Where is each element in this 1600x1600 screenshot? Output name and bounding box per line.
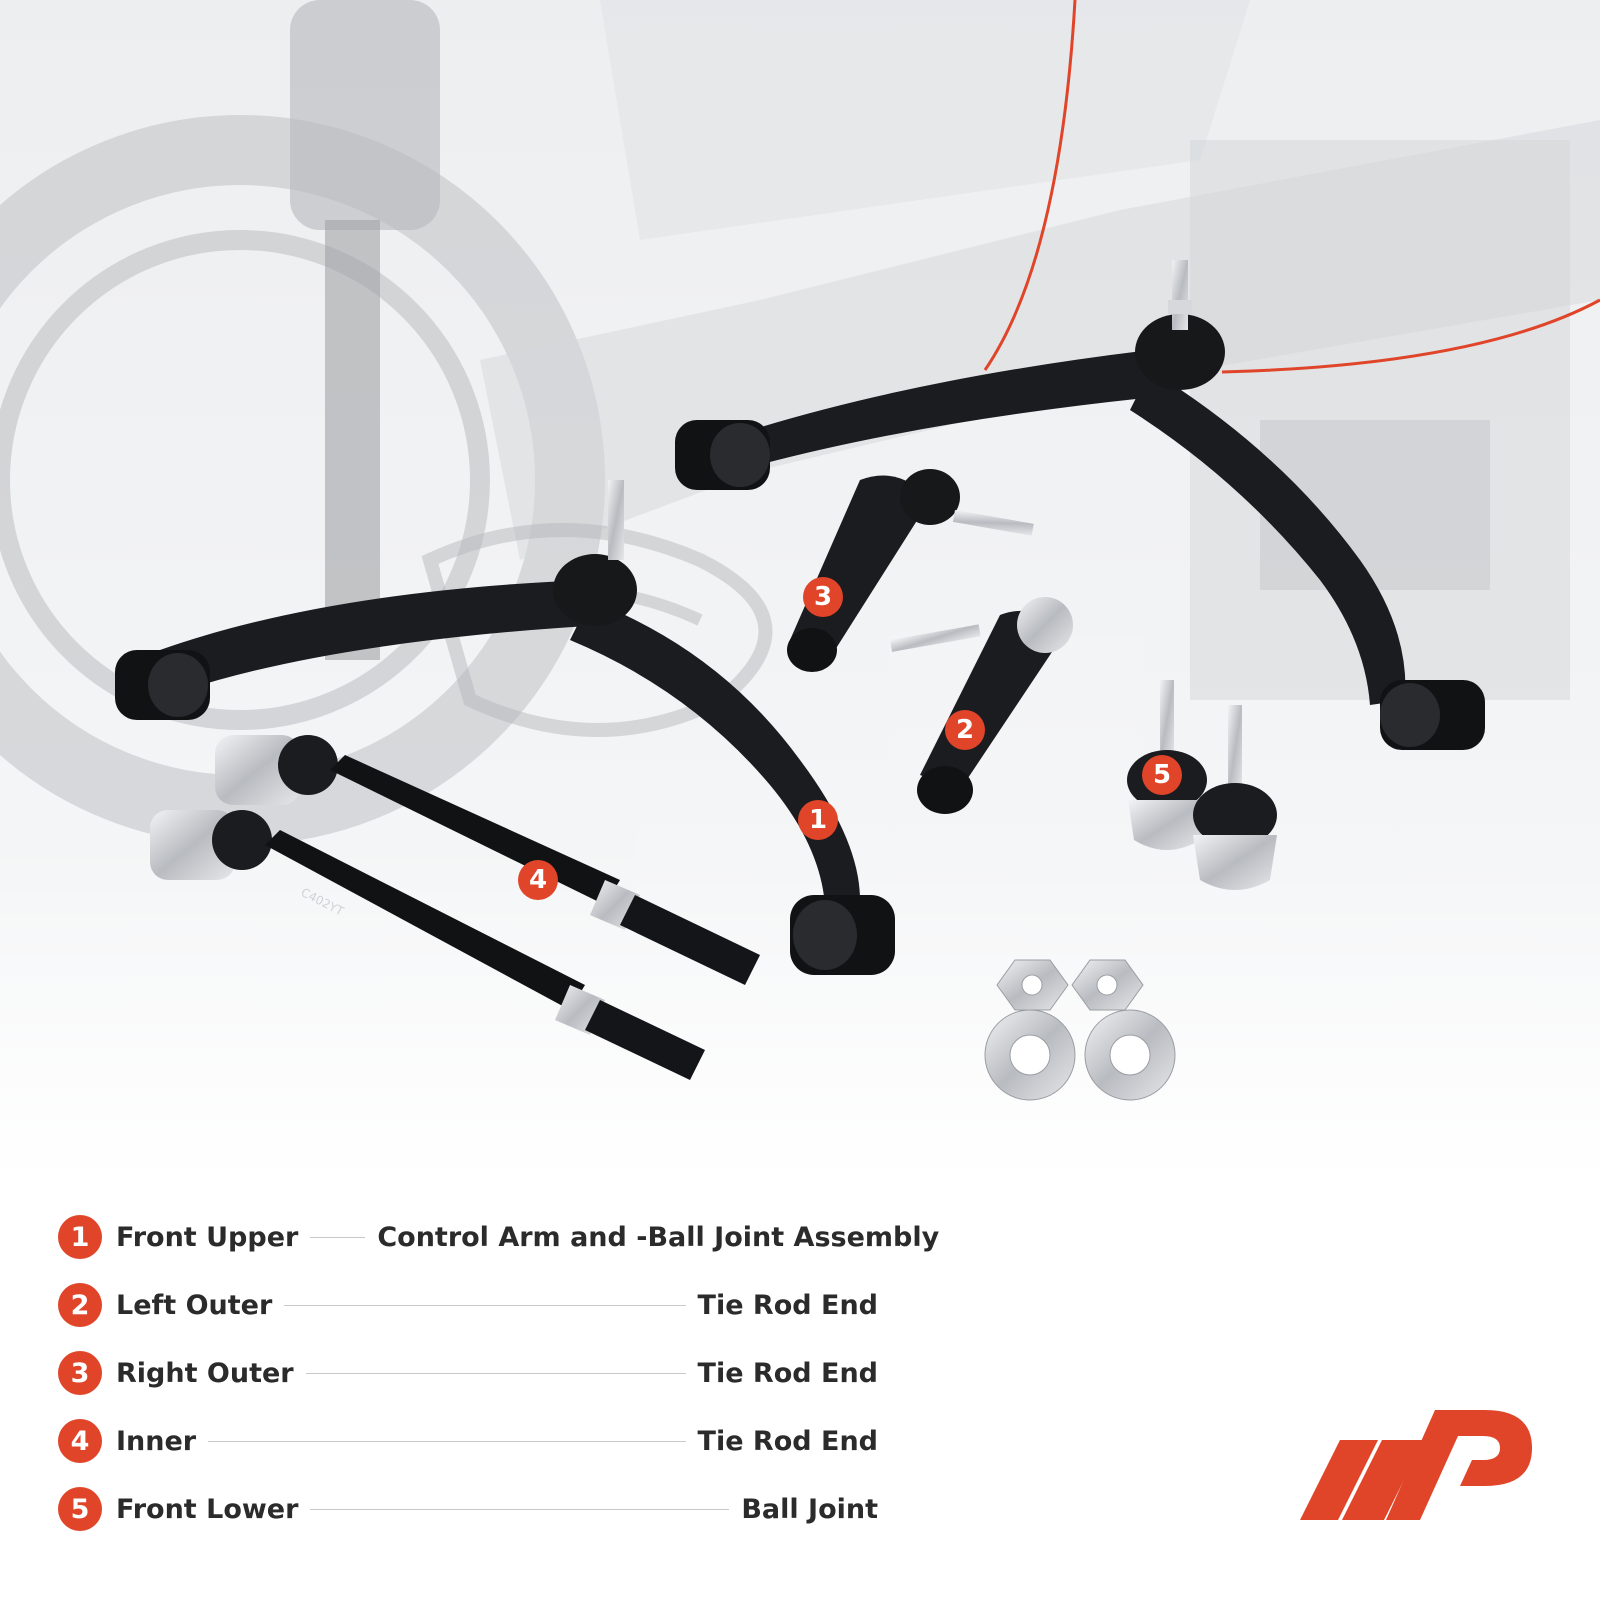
legend-left-label: Right Outer	[116, 1357, 294, 1389]
logo-slash	[1300, 1440, 1378, 1520]
leader-line	[305, 1372, 686, 1374]
legend-number: 2	[58, 1283, 102, 1327]
legend-left-label: Front Lower	[116, 1493, 299, 1525]
legend-number: 3	[58, 1351, 102, 1395]
marker-4: 4	[518, 860, 558, 900]
legend-left-label: Left Outer	[116, 1289, 273, 1321]
accent-curve-left	[983, 0, 1077, 371]
brand-logo	[1300, 1410, 1532, 1520]
leader-line	[310, 1236, 366, 1238]
legend-number: 1	[58, 1215, 102, 1259]
marker-number: 1	[808, 805, 828, 835]
accent-curve-right	[1221, 298, 1600, 374]
marker-3: 3	[803, 577, 843, 617]
legend-row-3: 3 Right Outer Tie Rod End	[58, 1351, 878, 1395]
logo-bowl	[1386, 1410, 1532, 1520]
legend-row-5: 5 Front Lower Ball Joint	[58, 1487, 878, 1531]
leader-line	[310, 1508, 730, 1510]
legend-right-label: Control Arm and -Ball Joint Assembly	[377, 1221, 940, 1253]
legend-right-label: Tie Rod End	[697, 1425, 878, 1457]
marker-5: 5	[1142, 755, 1182, 795]
legend-left-label: Front Upper	[116, 1221, 299, 1253]
legend-right-label: Ball Joint	[741, 1493, 878, 1525]
legend-right-label: Tie Rod End	[697, 1357, 878, 1389]
marker-number: 4	[528, 865, 548, 895]
legend-row-2: 2 Left Outer Tie Rod End	[58, 1283, 878, 1327]
leader-line	[284, 1304, 686, 1306]
legend-right-label: Tie Rod End	[697, 1289, 878, 1321]
marker-number: 3	[813, 582, 833, 612]
inner-tie-rod-end-lower: C402YT	[150, 810, 705, 1080]
marker-1: 1	[798, 800, 838, 840]
logo-bar	[1342, 1440, 1424, 1520]
marker-2: 2	[945, 710, 985, 750]
product-scene: C402YT	[0, 0, 1600, 1180]
legend-row-1: 1 Front Upper Control Arm and -Ball Join…	[58, 1215, 939, 1259]
legend-left-label: Inner	[116, 1425, 197, 1457]
hardware-nuts-washers	[984, 959, 1176, 1101]
leader-line	[208, 1440, 686, 1442]
control-arm-left	[115, 480, 895, 975]
legend-number: 5	[58, 1487, 102, 1531]
marker-number: 2	[955, 715, 975, 745]
ball-joint-right	[1193, 705, 1277, 890]
marker-number: 5	[1152, 760, 1172, 790]
legend-number: 4	[58, 1419, 102, 1463]
control-arm-right	[675, 260, 1485, 750]
legend-row-4: 4 Inner Tie Rod End	[58, 1419, 878, 1463]
